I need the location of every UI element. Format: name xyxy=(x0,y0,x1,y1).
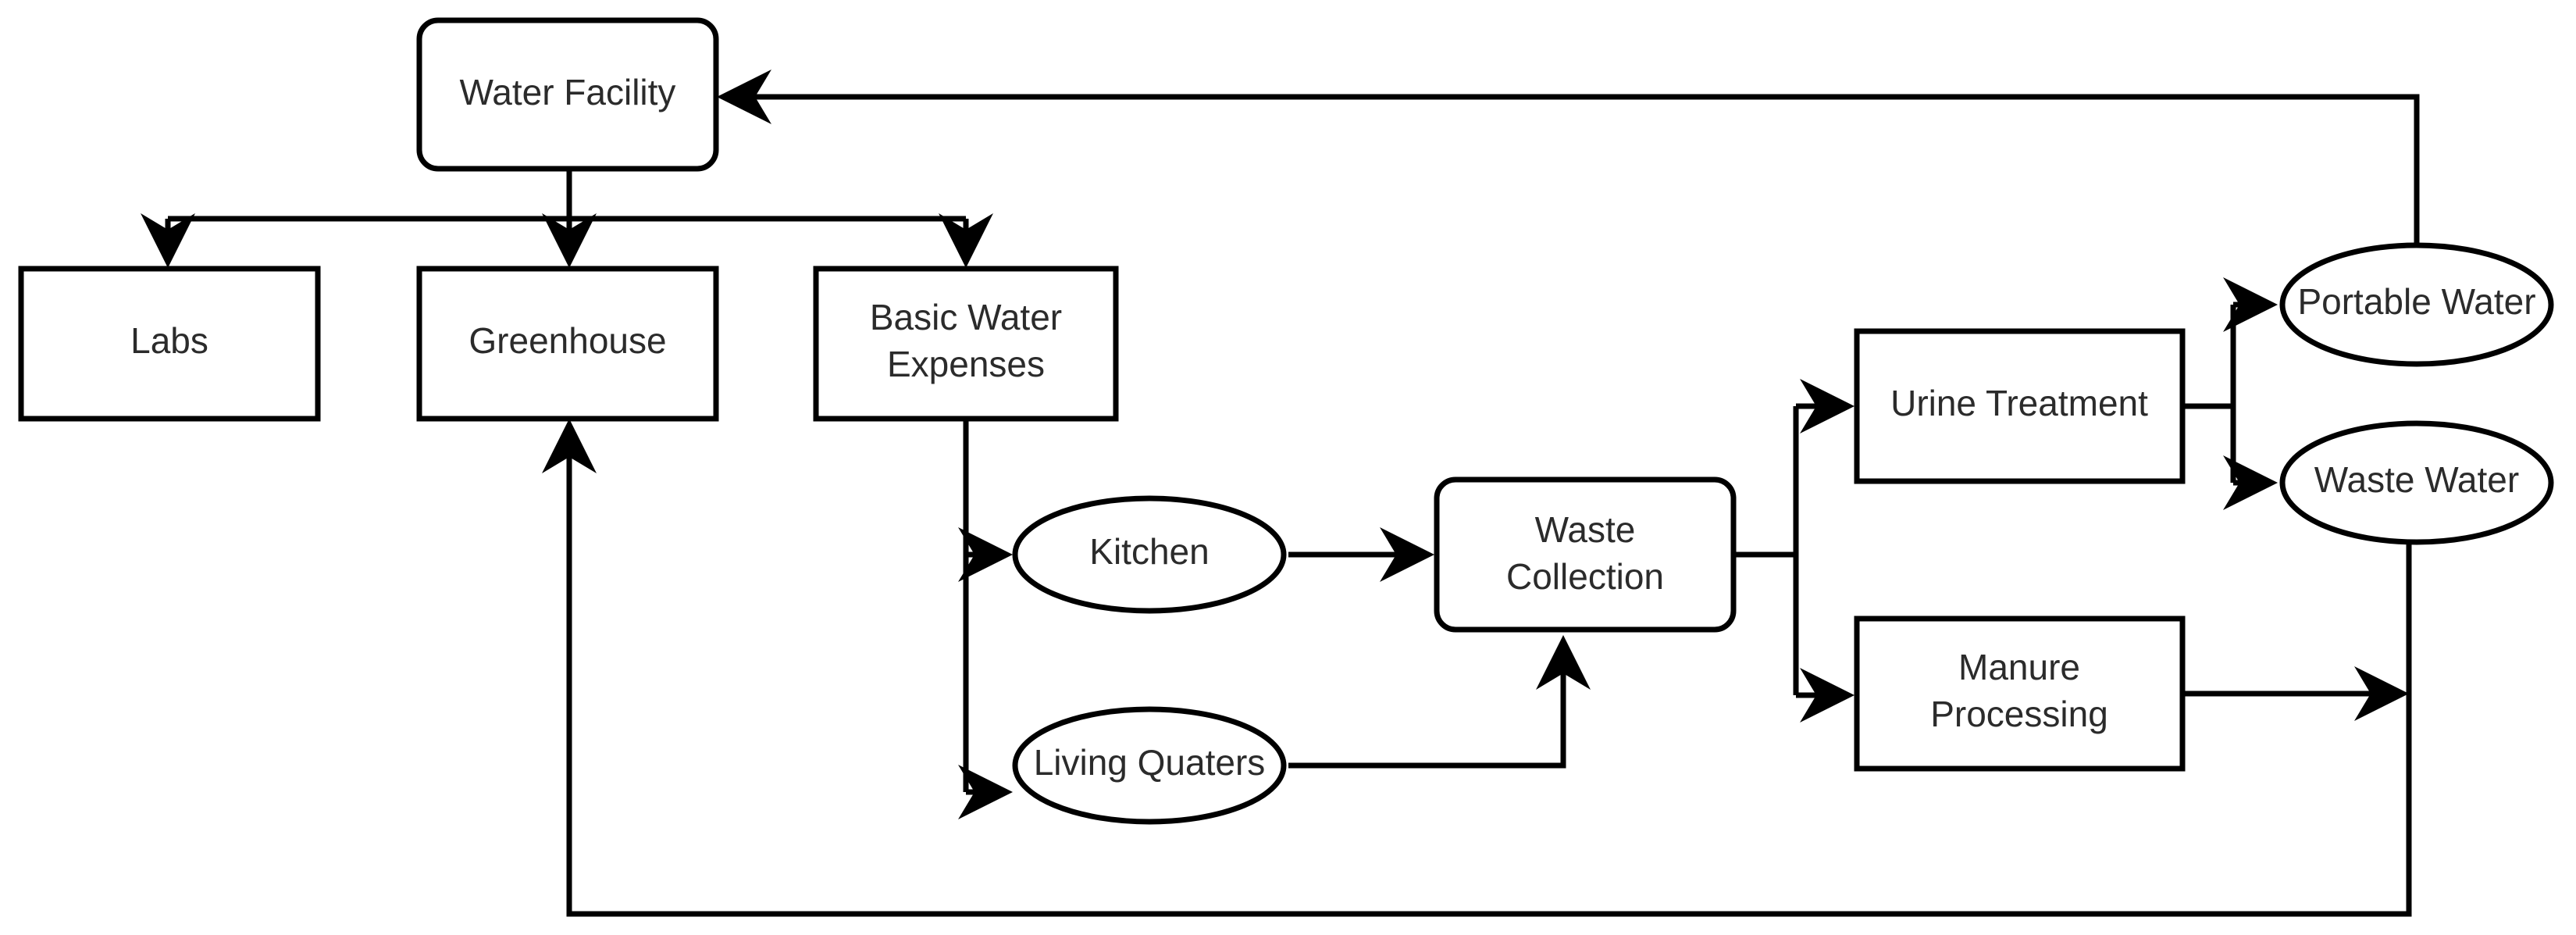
node-urine-treatment-label: Urine Treatment xyxy=(1890,383,2148,423)
node-portable-water[interactable]: Portable Water xyxy=(2279,242,2554,367)
node-water-facility-label: Water Facility xyxy=(460,72,676,112)
node-water-facility[interactable]: Water Facility xyxy=(416,17,719,172)
node-waste-water-label: Waste Water xyxy=(2314,459,2519,500)
node-manure-processing-label-line1: Manure xyxy=(1958,647,2080,687)
node-waste-collection-label-line2: Collection xyxy=(1506,556,1664,597)
node-portable-water-label: Portable Water xyxy=(2297,281,2535,322)
edge-portable-water-to-water-facility xyxy=(717,70,2420,244)
node-waste-collection-label-line1: Waste xyxy=(1535,509,1636,550)
node-greenhouse[interactable]: Greenhouse xyxy=(416,266,719,422)
node-waste-water[interactable]: Waste Water xyxy=(2279,420,2554,545)
node-labs[interactable]: Labs xyxy=(18,266,321,422)
node-kitchen-label: Kitchen xyxy=(1089,531,1209,572)
node-waste-collection[interactable]: Waste Collection xyxy=(1434,476,1737,633)
node-basic-water-expenses-label-line2: Expenses xyxy=(887,344,1045,384)
edges xyxy=(141,70,2420,917)
edge-living-quaters-to-waste-collection xyxy=(1288,635,1591,769)
node-kitchen[interactable]: Kitchen xyxy=(1012,495,1287,614)
edge-waste-water-to-greenhouse xyxy=(542,419,2412,917)
node-manure-processing-label-line2: Processing xyxy=(1930,694,2108,734)
node-labs-label: Labs xyxy=(130,320,208,361)
node-basic-water-expenses-label-line1: Basic Water xyxy=(870,297,1062,337)
node-basic-water-expenses[interactable]: Basic Water Expenses xyxy=(813,266,1119,422)
node-urine-treatment[interactable]: Urine Treatment xyxy=(1854,328,2186,484)
node-greenhouse-label: Greenhouse xyxy=(469,320,666,361)
node-living-quaters-label: Living Quaters xyxy=(1034,742,1266,783)
node-living-quaters[interactable]: Living Quaters xyxy=(1012,706,1287,825)
node-manure-processing[interactable]: Manure Processing xyxy=(1854,616,2186,772)
